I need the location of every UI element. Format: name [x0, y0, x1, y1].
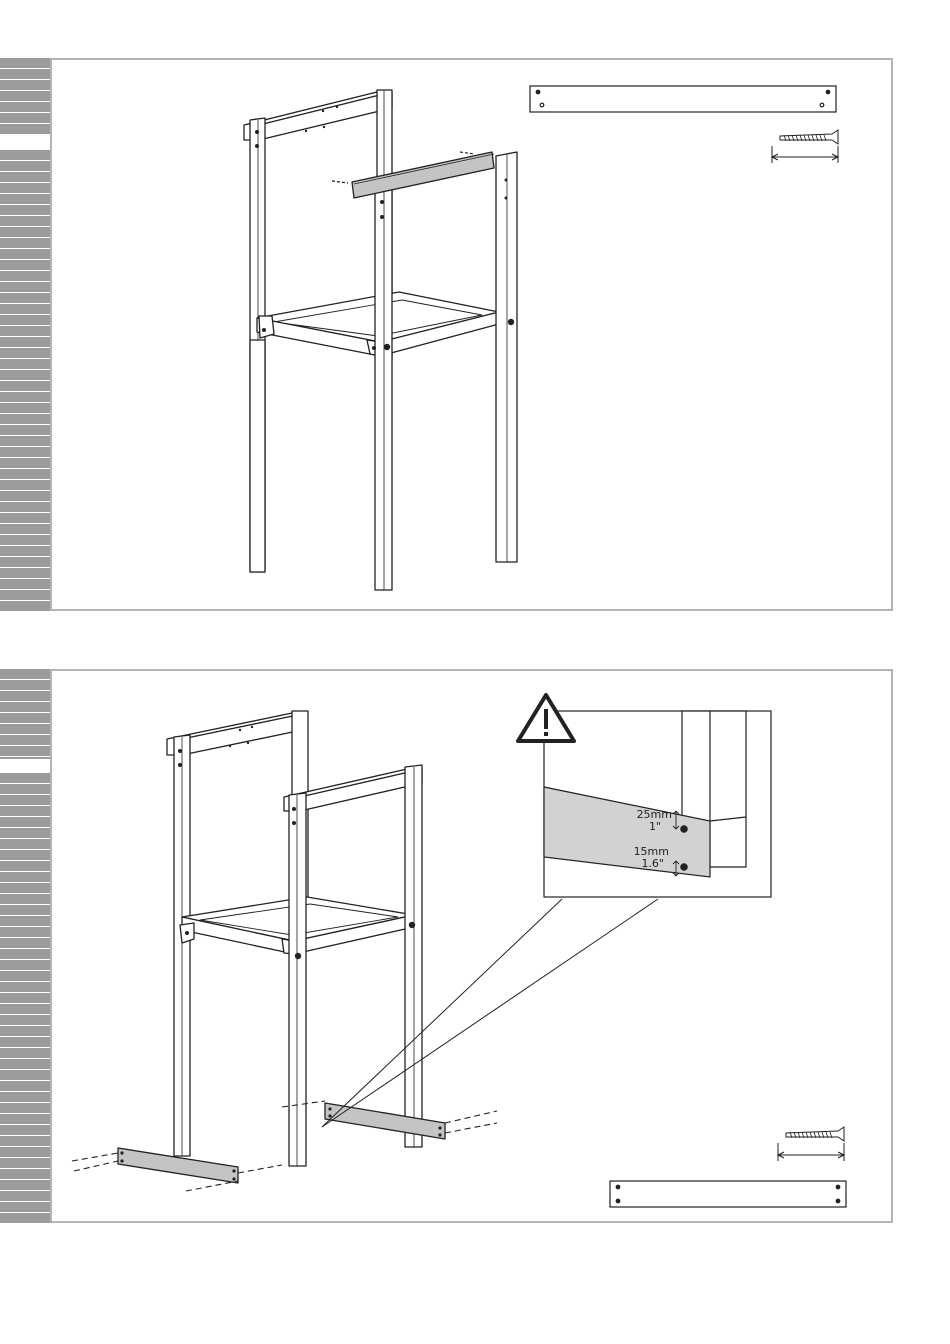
- chapter-tab-upper: [0, 58, 50, 135]
- chapter-tab-step2: [0, 773, 50, 1223]
- part-flat-strip: [610, 1181, 846, 1207]
- lower-rail-right: [325, 1103, 445, 1139]
- dim-bottom-imperial: 1.6": [641, 857, 664, 870]
- chapter-tab-step1: [0, 150, 50, 611]
- screw-hole: [255, 130, 259, 134]
- part-flat-strip: [530, 86, 836, 112]
- back-top-rail: [244, 92, 392, 140]
- step-2-illustration: 25mm 1" 15mm 1.6": [52, 671, 895, 1225]
- step-1-panel: [50, 58, 893, 611]
- screw-icon: [772, 130, 838, 163]
- dim-top-imperial: 1": [649, 820, 661, 833]
- bolt-head: [508, 319, 514, 325]
- corner-bracket-left: [259, 316, 274, 338]
- bolt-head: [384, 344, 390, 350]
- front-right-post: [405, 765, 422, 1147]
- chapter-tab-middle: [0, 669, 50, 759]
- step-1-illustration: [52, 60, 895, 613]
- far-right-post: [496, 152, 517, 562]
- front-right-post: [375, 178, 392, 590]
- screw-icon: [778, 1127, 844, 1161]
- front-left-post: [289, 793, 306, 1166]
- step-2-panel: 25mm 1" 15mm 1.6": [50, 669, 893, 1223]
